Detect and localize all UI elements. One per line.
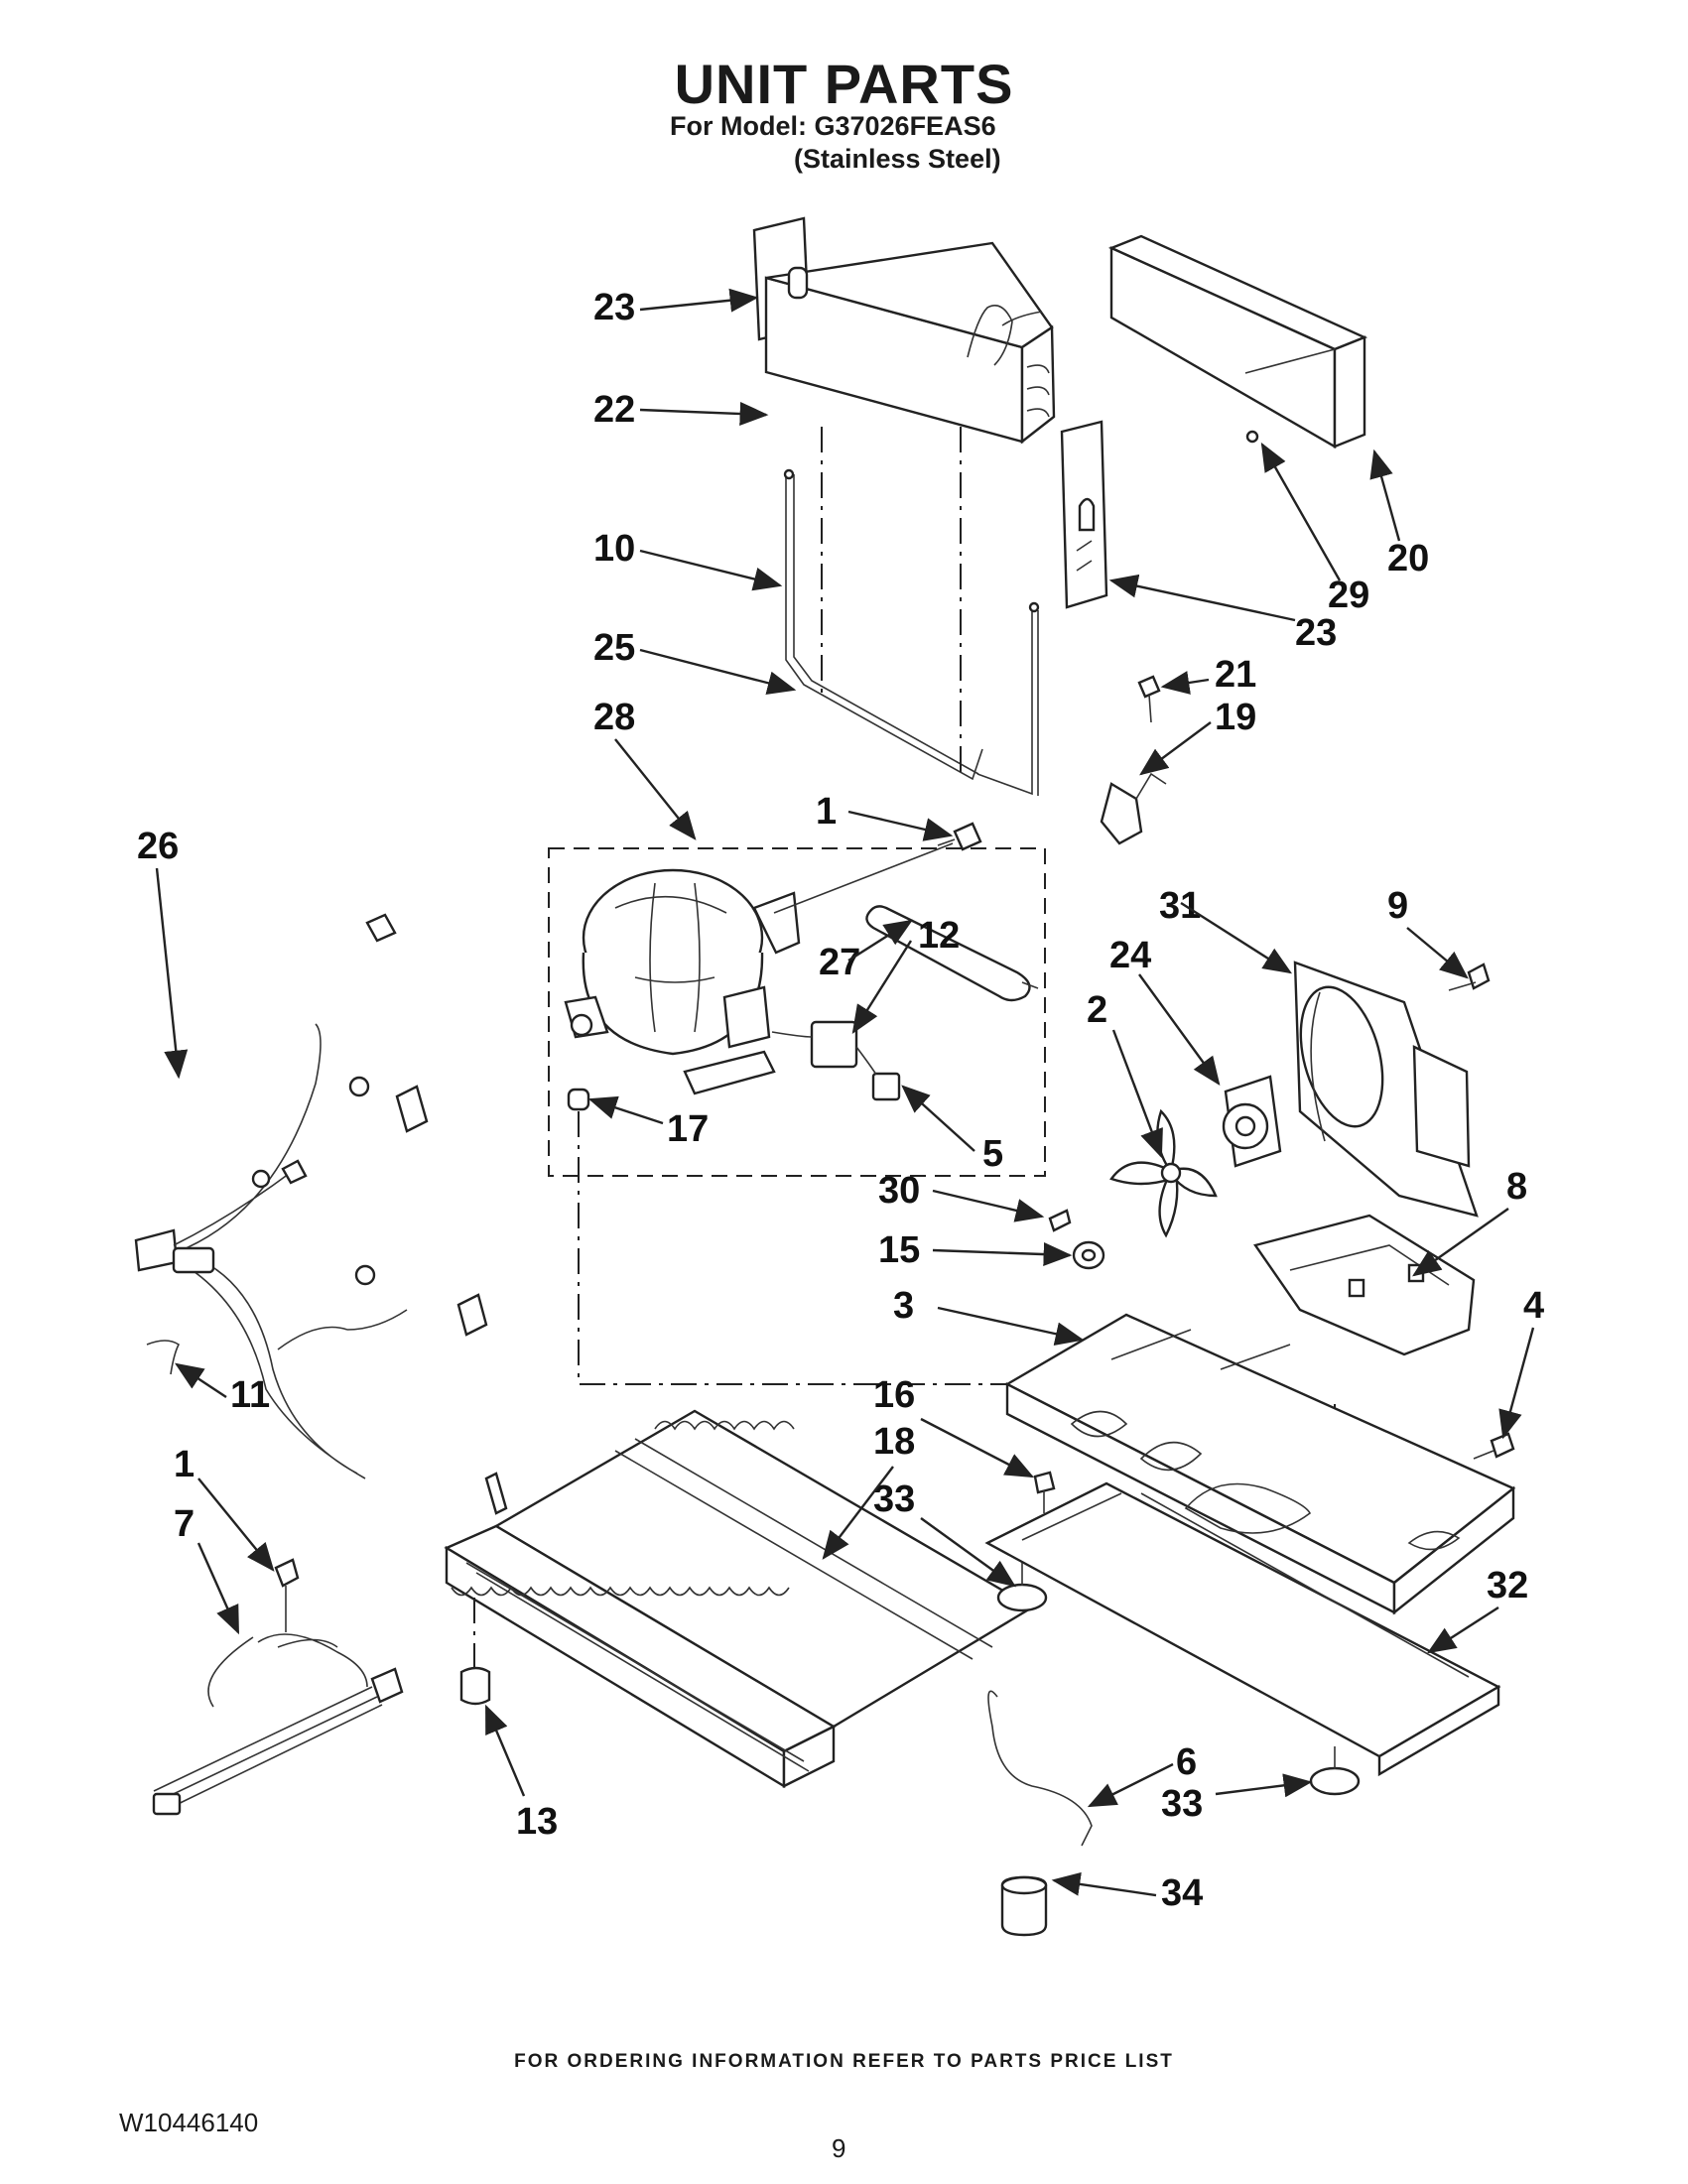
callout-1-bottom: 1 (174, 1444, 195, 1485)
callout-30: 30 (878, 1170, 920, 1212)
clip-drawing (146, 1340, 181, 1375)
wire-assembly-drawing (152, 1558, 404, 1816)
fan-shroud-drawing (1293, 961, 1491, 1218)
compressor-assembly-drawing (548, 847, 1046, 1385)
callout-29: 29 (1328, 575, 1369, 616)
condenser-coil-drawing (444, 1409, 1035, 1789)
wire-harness-drawing (134, 913, 508, 1515)
callout-11: 11 (230, 1374, 270, 1416)
callout-23-right: 23 (1295, 612, 1337, 654)
page-title: UNIT PARTS (674, 53, 1014, 115)
drier-drawing (773, 822, 1039, 1002)
callout-18: 18 (873, 1421, 915, 1463)
model-number: For Model: G37026FEAS6 (670, 111, 996, 141)
callout-12: 12 (918, 915, 960, 957)
callout-10: 10 (593, 528, 635, 570)
callout-17: 17 (667, 1108, 709, 1150)
base-tray-drawing (1004, 1313, 1516, 1615)
callout-34: 34 (1161, 1872, 1203, 1914)
condenser-drawing (752, 216, 1056, 445)
callout-24: 24 (1109, 935, 1151, 976)
callout-19: 19 (1215, 697, 1256, 738)
fan-motor-drawing (1109, 1075, 1282, 1238)
callout-13: 13 (516, 1801, 558, 1843)
callout-25: 25 (593, 627, 635, 669)
ordering-note: FOR ORDERING INFORMATION REFER TO PARTS … (514, 2051, 1174, 2072)
callout-15: 15 (878, 1229, 920, 1271)
callout-7: 7 (174, 1503, 195, 1545)
document-number: W10446140 (119, 2108, 259, 2137)
wire-capacitor-drawing (987, 1690, 1093, 1937)
page-number: 9 (832, 2133, 846, 2163)
condenser-cover-drawing (1107, 234, 1368, 450)
callout-9: 9 (1387, 885, 1408, 927)
leader-arrows (155, 288, 1535, 1897)
callout-6: 6 (1176, 1741, 1197, 1783)
bracket-drawing (1060, 420, 1108, 609)
callout-4: 4 (1523, 1285, 1544, 1327)
callout-21: 21 (1215, 654, 1256, 696)
callout-31: 31 (1159, 885, 1201, 927)
callout-22: 22 (593, 389, 635, 431)
callout-28: 28 (593, 697, 635, 738)
model-variant: (Stainless Steel) (794, 144, 1001, 174)
callout-2: 2 (1087, 989, 1107, 1031)
callout-1-top: 1 (816, 791, 837, 833)
callout-16: 16 (873, 1374, 915, 1416)
callout-23-left: 23 (593, 287, 635, 328)
callout-8: 8 (1506, 1166, 1527, 1208)
callout-32: 32 (1487, 1565, 1528, 1606)
grommet-drawing (1048, 1209, 1105, 1270)
drain-pan-drawing (984, 1481, 1501, 1796)
screw-clip-drawing (1100, 675, 1167, 845)
callout-26: 26 (137, 826, 179, 867)
callout-27: 27 (819, 942, 860, 983)
callout-20: 20 (1387, 538, 1429, 579)
defrost-tube-drawing (783, 427, 1040, 796)
callout-33-bottom: 33 (1161, 1783, 1203, 1825)
callout-3: 3 (893, 1285, 914, 1327)
callout-5: 5 (982, 1133, 1003, 1175)
